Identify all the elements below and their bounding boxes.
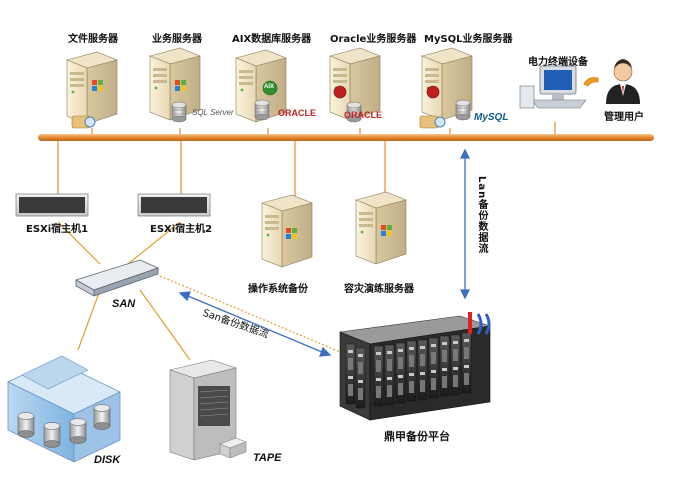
mysql-server-icon [419,47,473,129]
esx-host-1-icon [15,193,89,217]
os-backup-server-icon [261,194,313,268]
disk-label: DISK [94,454,121,466]
san-label: SAN [112,298,136,310]
dr-drill-server-label: 容灾演练服务器 [344,284,414,295]
sql-server-logo: SQL Server [192,108,234,117]
oracle-logo-1: ORACLE [278,108,316,118]
aix-db-server-icon [235,49,287,123]
os-backup-label: 操作系统备份 [248,284,308,295]
power-terminal-icon [519,65,587,109]
lan-stream-label: Lan备份数据流 [476,176,487,255]
power-terminal-label: 电力终端设备 [528,57,588,68]
file-server-label: 文件服务器 [68,34,118,45]
dr-drill-server-icon [355,191,407,265]
aix-db-server-label: AIX数据库服务器 [232,34,312,45]
admin-user-icon [583,59,640,104]
biz-server-label: 业务服务器 [152,34,202,45]
lan-data-arrow [459,148,471,300]
oracle-server-label: Oracle业务服务器 [330,34,417,45]
san-switch-icon [74,259,160,297]
backup-platform-label: 鼎甲备份平台 [384,430,450,443]
mysql-logo: MySQL [474,112,509,123]
mysql-server-label: MySQL业务服务器 [424,34,513,45]
tape-library-icon [168,359,247,461]
oracle-logo-2: ORACLE [344,110,382,120]
esx-host-2-icon [137,193,211,217]
admin-user-label: 管理用户 [604,112,644,123]
file-server-icon [66,51,118,129]
tape-label: TAPE [253,452,282,464]
oracle-server-icon [329,47,381,123]
backup-platform-icon [338,312,491,421]
esx-host-1-label: ESXi宿主机1 [26,224,89,235]
san-data-arrow [178,291,332,357]
disk-array-icon [7,355,121,463]
esx-host-2-label: ESXi宿主机2 [150,224,213,235]
aix-logo: AIX [264,84,275,90]
lan-bus [38,134,654,141]
